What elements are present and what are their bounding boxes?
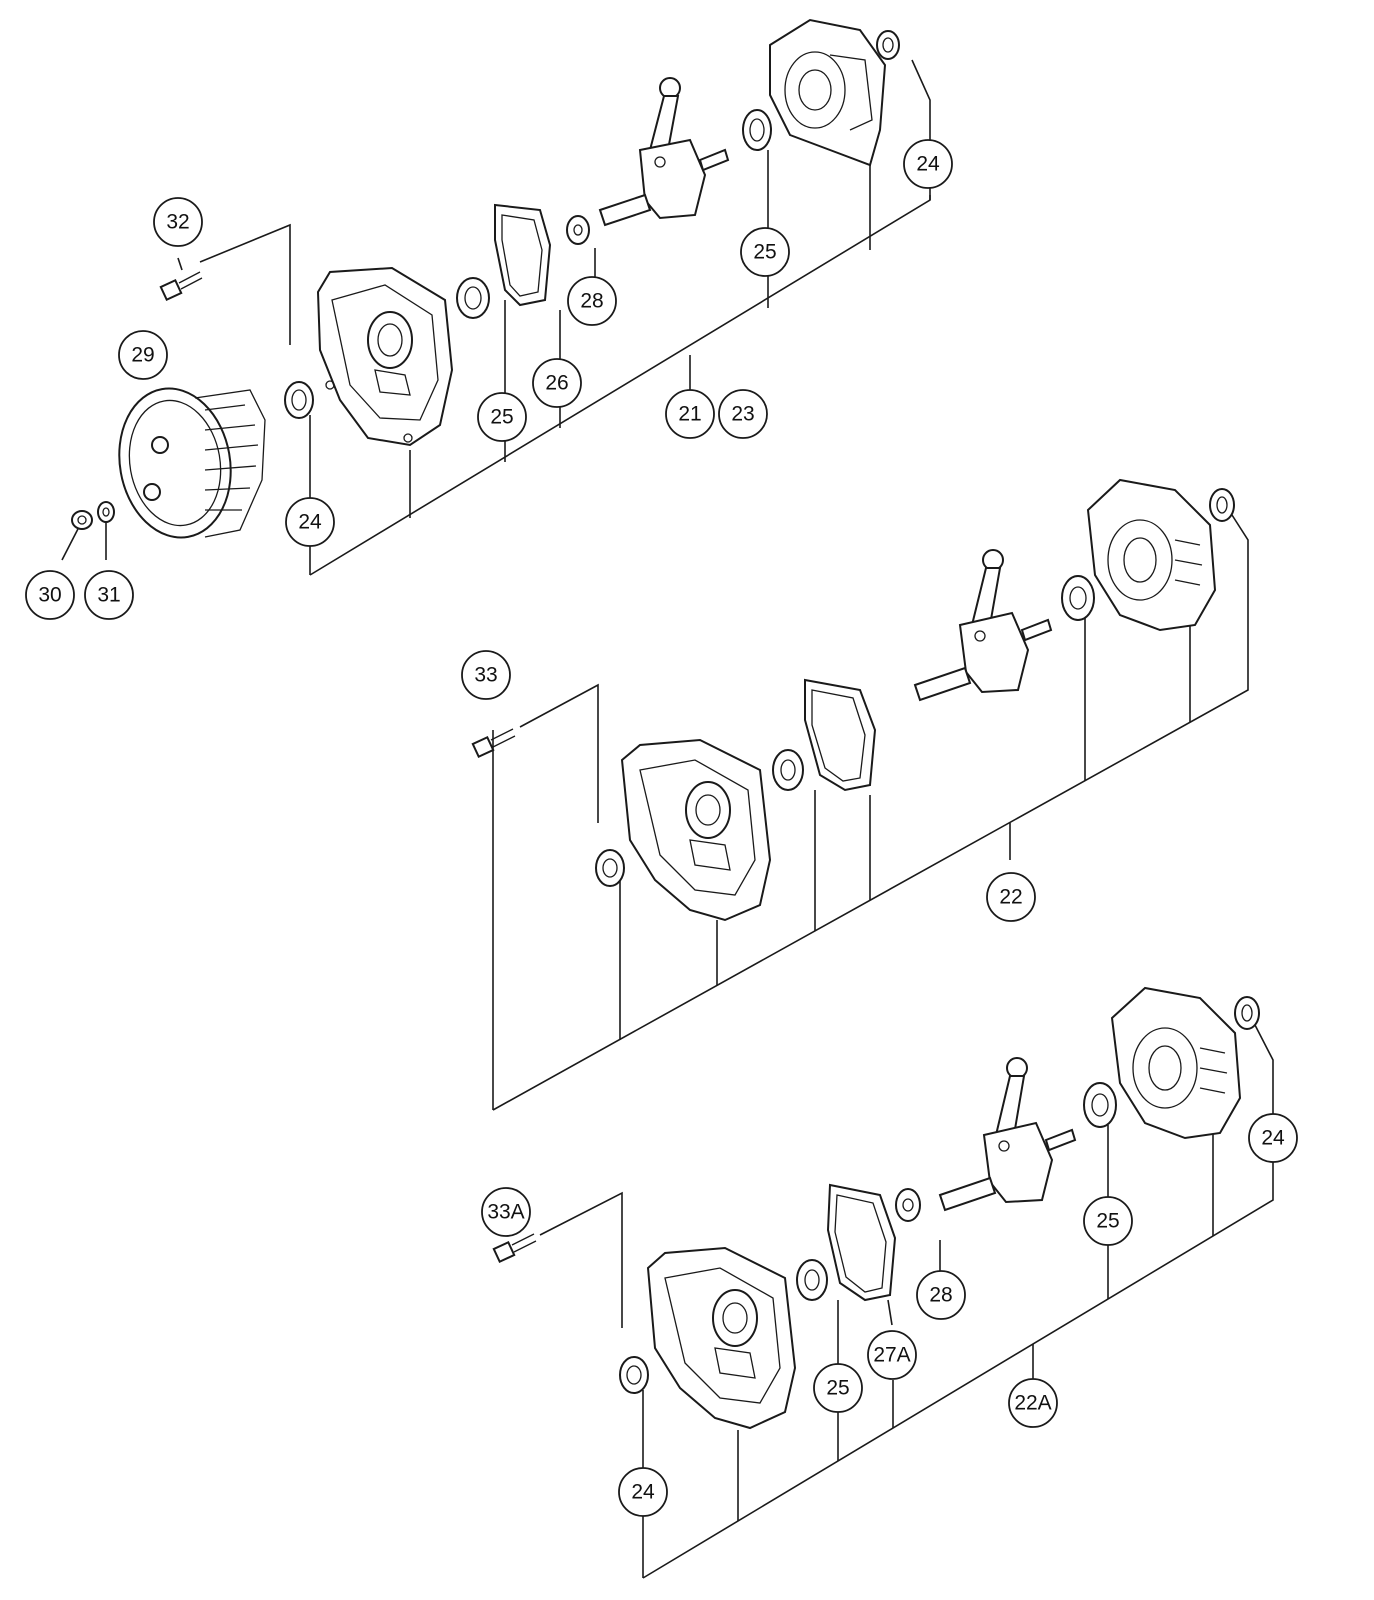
callout-label: 27A: [873, 1344, 910, 1367]
callout-28: 28: [916, 1270, 966, 1320]
washer-part: [97, 501, 115, 523]
crankcase-half-part: [769, 18, 887, 167]
callout-24: 24: [285, 497, 335, 547]
callout-label: 25: [490, 406, 513, 429]
assembly-group-22A: [492, 986, 1274, 1579]
callout-33A: 33A: [481, 1187, 531, 1237]
callout-label: 25: [826, 1377, 849, 1400]
callout-label: 25: [753, 241, 776, 264]
callout-21: 21: [665, 389, 715, 439]
gasket-part: [494, 203, 552, 307]
callout-27A: 27A: [867, 1330, 917, 1380]
callout-label: 24: [298, 511, 322, 534]
callout-label: 22A: [1014, 1392, 1051, 1415]
bearing-part: [742, 109, 772, 151]
oil-seal-part: [1209, 488, 1235, 522]
callout-32: 32: [153, 197, 203, 247]
callout-29: 29: [118, 330, 168, 380]
thrust-washer-part: [895, 1188, 921, 1222]
callout-22A: 22A: [1008, 1378, 1058, 1428]
callout-24: 24: [618, 1467, 668, 1517]
callout-label: 25: [1096, 1210, 1119, 1233]
callout-label: 24: [916, 153, 940, 176]
oil-seal-part: [1234, 996, 1260, 1030]
callout-31: 31: [84, 570, 134, 620]
oil-seal-part: [876, 30, 900, 60]
callout-25: 25: [1083, 1196, 1133, 1246]
screw-part: [471, 728, 516, 759]
gasket-part: [804, 678, 877, 792]
oil-seal-part: [619, 1356, 649, 1394]
nut-part: [71, 510, 93, 530]
callout-label: 28: [929, 1284, 952, 1307]
bearing-part: [796, 1259, 828, 1301]
screw-part: [159, 271, 203, 302]
crankshaft-part: [913, 549, 1053, 702]
callout-label: 31: [97, 584, 120, 607]
gasket-part: [826, 1183, 897, 1302]
callout-33: 33: [461, 650, 511, 700]
oil-seal-part: [595, 849, 625, 887]
bearing-part: [1083, 1082, 1117, 1128]
bearing-part: [1061, 575, 1095, 621]
crankcase-half-part: [620, 738, 772, 922]
callout-25: 25: [740, 227, 790, 277]
callout-label: 24: [1261, 1127, 1285, 1150]
crankshaft-part: [598, 77, 730, 227]
callout-25: 25: [477, 392, 527, 442]
callout-label: 21: [678, 403, 701, 426]
callout-label: 32: [166, 211, 189, 234]
callout-label: 23: [731, 403, 754, 426]
crankcase-half-part: [646, 1246, 797, 1430]
callout-label: 28: [580, 290, 603, 313]
callout-30: 30: [25, 570, 75, 620]
callout-28: 28: [567, 276, 617, 326]
assembly-group-22: [471, 478, 1249, 1111]
crankcase-half-part: [1110, 986, 1242, 1140]
thrust-washer-part: [566, 215, 590, 245]
callout-24: 24: [1248, 1113, 1298, 1163]
crankcase-half-part: [316, 266, 454, 447]
bearing-part: [456, 277, 490, 319]
callout-label: 22: [999, 886, 1022, 909]
assembly-group-21-23: [61, 18, 931, 576]
callout-25: 25: [813, 1363, 863, 1413]
callout-label: 26: [545, 372, 568, 395]
flywheel-part: [118, 387, 266, 539]
screw-part: [492, 1233, 537, 1264]
callout-label: 30: [38, 584, 61, 607]
callout-24: 24: [903, 139, 953, 189]
crankshaft-part: [938, 1057, 1077, 1212]
bearing-part: [772, 749, 804, 791]
callout-label: 29: [131, 344, 154, 367]
callout-22: 22: [986, 872, 1036, 922]
callout-26: 26: [532, 358, 582, 408]
callout-label: 33A: [487, 1201, 524, 1224]
callout-23: 23: [718, 389, 768, 439]
callout-label: 33: [474, 664, 497, 687]
oil-seal-part: [284, 381, 314, 419]
crankcase-half-part: [1086, 478, 1217, 632]
callout-label: 24: [631, 1481, 655, 1504]
